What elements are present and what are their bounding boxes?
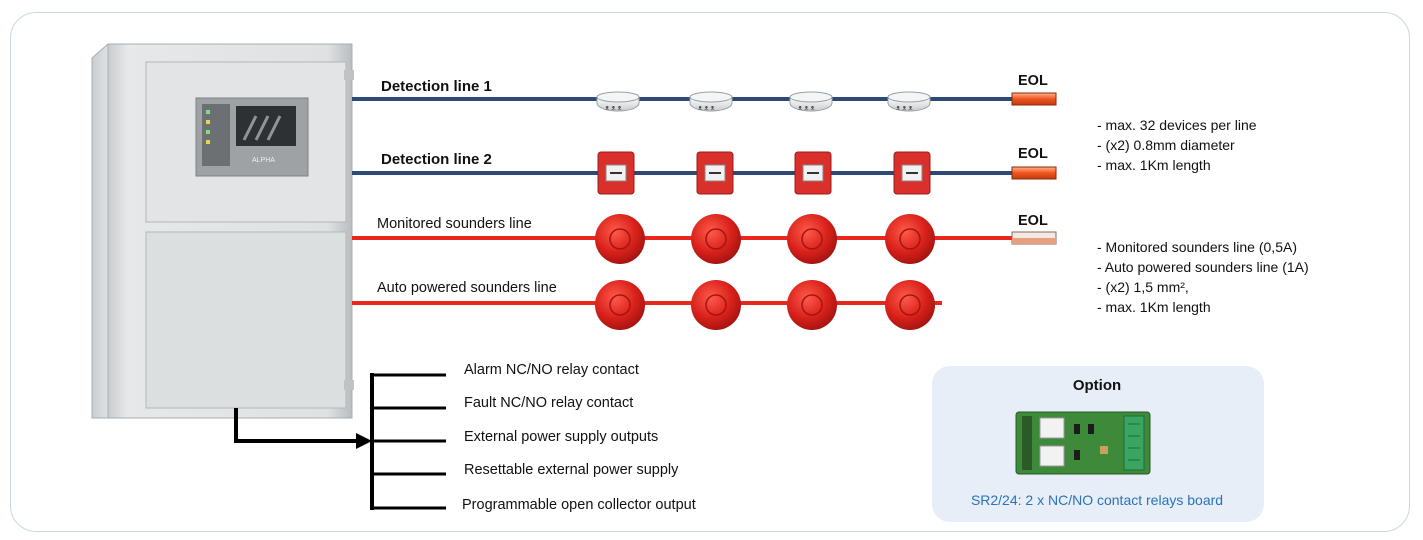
sounder-note: - (x2) 1,5 mm²,	[1097, 279, 1189, 295]
detection-note: - max. 32 devices per line	[1097, 117, 1257, 133]
svg-text:ᴥ ᴥ ᴥ: ᴥ ᴥ ᴥ	[798, 105, 815, 112]
eol-resistor-sounders: EOL	[1011, 213, 1057, 245]
sounder	[595, 280, 645, 330]
eol-label: EOL	[1018, 73, 1048, 89]
svg-text:ᴥ ᴥ ᴥ: ᴥ ᴥ ᴥ	[698, 105, 715, 112]
control-panel: ALPHA	[91, 43, 354, 419]
auto-sounders-line-label: Auto powered sounders line	[377, 280, 557, 296]
arrow-head-icon	[356, 433, 372, 449]
eol-resistor-line-1: EOL	[1011, 73, 1057, 106]
relay-board-image	[1015, 411, 1151, 475]
eol-resistor-line-2: EOL	[1011, 146, 1057, 180]
sounder	[787, 214, 837, 264]
detection-notes: - max. 32 devices per line - (x2) 0.8mm …	[1097, 117, 1257, 173]
manual-call-point	[794, 151, 832, 195]
output-label: Fault NC/NO relay contact	[464, 395, 633, 411]
sounder	[787, 280, 837, 330]
sounder	[691, 280, 741, 330]
sounder	[691, 214, 741, 264]
sounder	[595, 214, 645, 264]
sounder	[885, 280, 935, 330]
svg-text:ᴥ ᴥ ᴥ: ᴥ ᴥ ᴥ	[605, 105, 622, 112]
diagram-frame	[10, 12, 1410, 532]
sounder-note: - max. 1Km length	[1097, 299, 1211, 315]
option-caption: SR2/24: 2 x NC/NO contact relays board	[971, 492, 1223, 508]
sounder-notes: - Monitored sounders line (0,5A) - Auto …	[1097, 239, 1309, 315]
manual-call-point	[597, 151, 635, 195]
output-label: Programmable open collector output	[462, 497, 696, 513]
smoke-detector: ᴥ ᴥ ᴥ	[887, 91, 931, 112]
detection-note: - max. 1Km length	[1097, 157, 1211, 173]
smoke-detector: ᴥ ᴥ ᴥ	[596, 91, 640, 112]
detection-note: - (x2) 0.8mm diameter	[1097, 137, 1235, 153]
output-label: Resettable external power supply	[464, 462, 679, 478]
manual-call-point	[893, 151, 931, 195]
output-label: External power supply outputs	[464, 429, 658, 445]
svg-text:ᴥ ᴥ ᴥ: ᴥ ᴥ ᴥ	[896, 105, 913, 112]
sounder	[885, 214, 935, 264]
detection-line-2-label: Detection line 2	[381, 151, 492, 168]
output-label: Alarm NC/NO relay contact	[464, 362, 639, 378]
outputs-wiring	[234, 373, 446, 510]
sounder-note: - Auto powered sounders line (1A)	[1097, 259, 1309, 275]
panel-brand: ALPHA	[252, 157, 275, 164]
monitored-sounders-line-label: Monitored sounders line	[377, 216, 532, 232]
eol-label: EOL	[1018, 213, 1048, 229]
auto-sounders-line: Auto powered sounders line	[352, 280, 942, 305]
smoke-detector: ᴥ ᴥ ᴥ	[689, 91, 733, 112]
smoke-detector: ᴥ ᴥ ᴥ	[789, 91, 833, 112]
outputs-list: Alarm NC/NO relay contact Fault NC/NO re…	[462, 362, 696, 513]
sounder-note: - Monitored sounders line (0,5A)	[1097, 239, 1297, 255]
manual-call-point	[696, 151, 734, 195]
detection-line-1-label: Detection line 1	[381, 78, 492, 95]
option-title: Option	[1073, 377, 1121, 394]
eol-label: EOL	[1018, 146, 1048, 162]
option-box: Option SR2/24: 2 x NC/NO contact relays …	[932, 366, 1264, 522]
